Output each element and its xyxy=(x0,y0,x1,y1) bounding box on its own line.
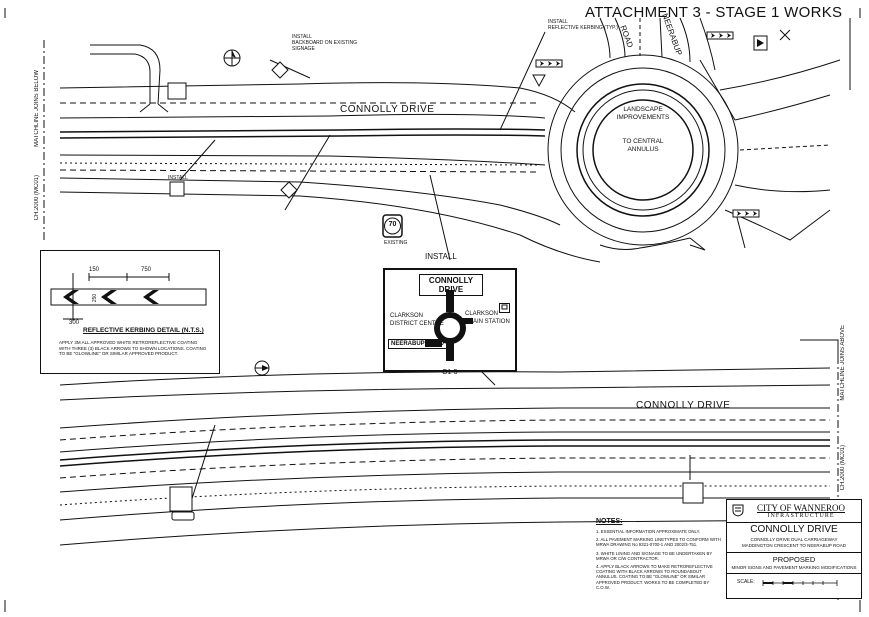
install-label-main: INSTALL xyxy=(425,252,457,261)
road-name-top: CONNOLLY DRIVE xyxy=(340,104,435,115)
roundabout-label-4: ANNULUS xyxy=(627,146,659,153)
project-sub-1: CONNOLLY DRIVE DUAL CARRIAGEWAY xyxy=(750,537,838,542)
speed-sign-value: 70 xyxy=(388,221,397,228)
notes-item: 4. APPLY BLACK ARROWS TO MAKE RETROREFLE… xyxy=(596,564,713,590)
dim-750: 750 xyxy=(141,267,152,273)
install-label-kerbing: INSTALL REFLECTIVE KERBING (TYP.) xyxy=(548,19,618,31)
install-label-small: INSTALL xyxy=(168,175,188,181)
scale-bar xyxy=(762,580,838,586)
org-name: CITY OF WANNEROO xyxy=(756,503,845,513)
roundabout-label: LANDSCAPE IMPROVEMENTS TO CENTRAL ANNULU… xyxy=(606,106,680,154)
install-label-backboard: INSTALL BACKBOARD ON EXISTING SIGNAGE xyxy=(292,34,358,52)
dim-150: 150 xyxy=(89,267,100,273)
matchline-right-chainage: CH.2000 (MC01) xyxy=(840,445,846,491)
drawing-description: MINOR SIGNS AND PAVEMENT MARKING MODIFIC… xyxy=(731,565,857,570)
kerbing-detail-drawing xyxy=(50,273,207,321)
train-station-icon xyxy=(499,303,510,313)
title-block: CITY OF WANNEROO INFRASTRUCTURE CONNOLLY… xyxy=(726,499,862,599)
notes-item: 3. WHITE LINING AND SIGNAGE TO BE UNDERT… xyxy=(596,550,713,561)
drawing-status: PROPOSED xyxy=(772,555,816,564)
kerbing-detail-title: REFLECTIVE KERBING DETAIL (N.T.S.) xyxy=(83,327,204,334)
city-crest-icon xyxy=(732,504,744,517)
sign-left-dest-2: DISTRICT CENTRE xyxy=(390,321,444,327)
existing-label: EXISTING xyxy=(384,240,408,246)
kerbing-detail-note: APPLY 3M ALL APPROVED WHITE RETROREFLECT… xyxy=(59,340,207,356)
org-dept: INFRASTRUCTURE xyxy=(767,513,835,519)
sign-right-dest-2: TRAIN STATION xyxy=(465,319,510,325)
kerbing-detail-box: 150 750 250 300 REFLECTIVE KERBING DETAI… xyxy=(40,250,220,374)
sign-roundabout-diagram xyxy=(425,290,473,361)
sign-code: G1-5 xyxy=(442,369,458,376)
direction-sign-panel: CONNOLLY DRIVE CLARKSON DISTRICT CENTRE … xyxy=(383,268,517,372)
road-name-bottom: CONNOLLY DRIVE xyxy=(636,400,731,411)
notes-block: NOTES: 1. ESSENTIAL INFORMATION APPROXIM… xyxy=(596,518,721,590)
matchline-left-label: MATCHLINE JOINS BELOW xyxy=(34,70,40,147)
project-sub-2: MADDINGTON CRESCENT TO NEERABUP ROAD xyxy=(741,543,847,548)
matchline-left-chainage: CH.2000 (MC01) xyxy=(34,175,40,221)
roundabout-label-3: TO CENTRAL xyxy=(622,138,664,145)
roundabout-label-2: IMPROVEMENTS xyxy=(616,114,670,121)
notes-item: 2. ALL PAVEMENT MARKING LINETYPES TO CON… xyxy=(596,537,721,548)
dim-250: 250 xyxy=(92,293,99,303)
sign-right-dest-1: CLARKSON xyxy=(465,311,499,317)
dim-300: 300 xyxy=(69,320,80,326)
roundabout-label-1: LANDSCAPE xyxy=(623,106,663,113)
notes-item: 1. ESSENTIAL INFORMATION APPROXIMATE ONL… xyxy=(596,529,701,534)
sign-left-dest-1: CLARKSON xyxy=(390,313,424,319)
sheet-title: ATTACHMENT 3 - STAGE 1 WORKS xyxy=(585,4,843,21)
scale-label: SCALE: xyxy=(737,579,755,585)
project-title: CONNOLLY DRIVE xyxy=(750,524,838,535)
notes-title: NOTES: xyxy=(596,518,623,525)
matchline-right-label: MATCHLINE JOINS ABOVE xyxy=(840,325,846,401)
